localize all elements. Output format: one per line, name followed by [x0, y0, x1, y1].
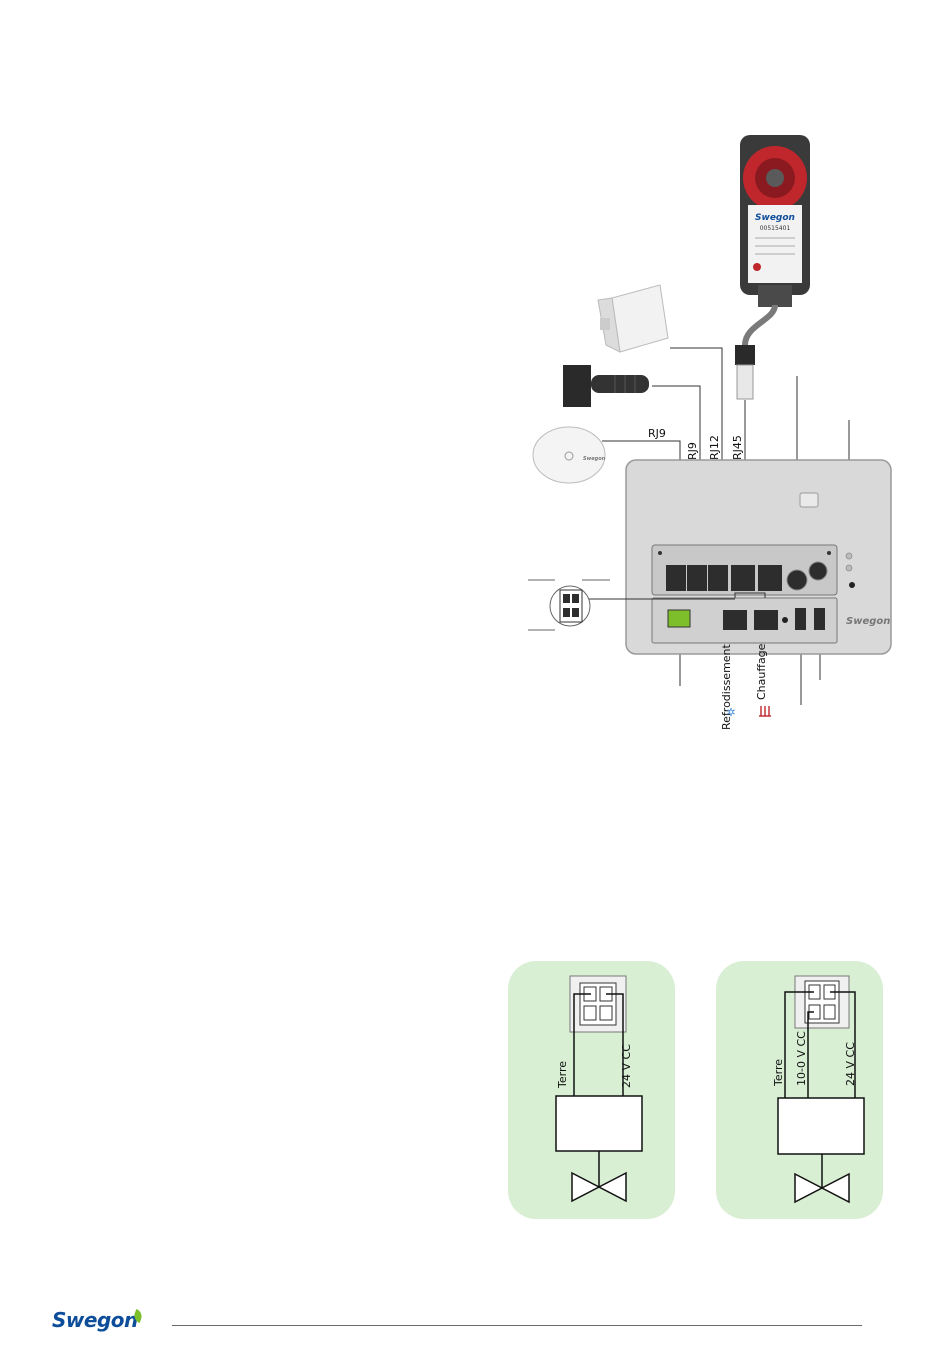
- footer-logo-text: Swegon: [52, 1308, 138, 1332]
- room-thermostat: Swegon: [533, 427, 606, 483]
- wiring-panel-modulating: Terre 10-0 V CC 24 V CC: [716, 961, 883, 1219]
- rj12-label: RJ12: [708, 435, 721, 460]
- cooling-terminal: [723, 610, 747, 630]
- actuator-part-number: 00515401: [760, 225, 791, 232]
- round-port-2: [809, 562, 827, 580]
- reset-button: [849, 582, 855, 588]
- valve-actuator-box: [556, 1096, 642, 1151]
- controller-unit: Swegon: [626, 460, 891, 654]
- cooling-icon: ✲: [726, 706, 735, 719]
- modulating-actuator-box: [778, 1098, 864, 1154]
- svg-text:✲: ✲: [726, 706, 735, 719]
- rj45-label: RJ45: [731, 435, 744, 460]
- round-port-1: [787, 570, 807, 590]
- footer-logo: Swegon: [52, 1308, 162, 1338]
- heating-label: Chauffage: [755, 643, 768, 700]
- rj45-plug: [735, 345, 755, 399]
- rj-jacks: [666, 565, 782, 591]
- rj9-top-label: RJ9: [648, 427, 666, 440]
- right-ground-label: Terre: [772, 1059, 785, 1087]
- left-ground-label: Terre: [556, 1061, 569, 1089]
- room-sensor-box: [598, 285, 668, 352]
- right-signal-label: 10-0 V CC: [795, 1031, 808, 1086]
- footer-divider: [172, 1325, 862, 1326]
- damper-actuator: Swegon 00515401: [740, 135, 810, 307]
- terminal-magnifier: [528, 580, 610, 630]
- actuator-logo: Swegon: [755, 213, 795, 223]
- heating-terminal: [754, 610, 778, 630]
- heating-icon: [759, 706, 771, 716]
- right-supply-label: 24 V CC: [844, 1042, 857, 1086]
- led-1: [846, 553, 852, 559]
- power-terminal: [668, 610, 690, 627]
- led-2: [846, 565, 852, 571]
- controller-logo: Swegon: [846, 616, 890, 627]
- thermostat-logo: Swegon: [583, 456, 606, 462]
- rj9-vertical-label: RJ9: [686, 442, 699, 460]
- actuator-cable: [745, 305, 775, 345]
- duct-temperature-sensor: [563, 365, 649, 407]
- wiring-panel-on-off: Terre 24 V CC: [508, 961, 675, 1219]
- left-supply-label: 24 V CC: [620, 1044, 633, 1088]
